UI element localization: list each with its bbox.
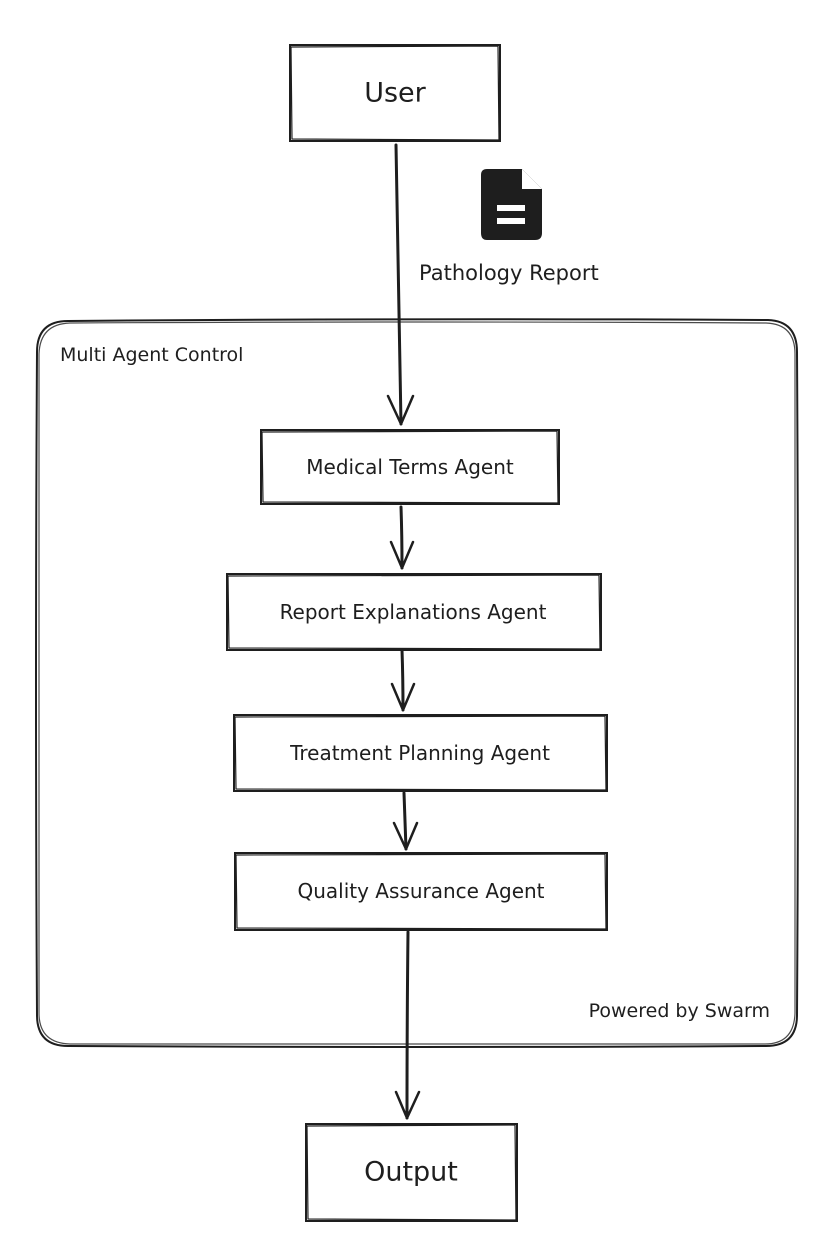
output-node: Output <box>305 1123 518 1222</box>
agent-label: Treatment Planning Agent <box>289 741 550 765</box>
agent-node-quality-assurance: Quality Assurance Agent <box>234 852 608 931</box>
input-label: Pathology Report <box>419 261 599 285</box>
connector-medical-terms-to-report-explanations <box>389 505 415 570</box>
footer-label: Powered by Swarm <box>589 1000 770 1022</box>
agent-label: Quality Assurance Agent <box>297 879 544 903</box>
agent-node-report-explanations: Report Explanations Agent <box>226 573 602 651</box>
agent-node-treatment-planning: Treatment Planning Agent <box>233 714 608 792</box>
user-node: User <box>289 44 501 142</box>
connector-quality-assurance-to-output <box>394 930 421 1120</box>
container-label: Multi Agent Control <box>60 344 243 366</box>
agent-label: Report Explanations Agent <box>280 600 547 624</box>
multi-agent-container <box>35 318 799 1048</box>
connector-treatment-planning-to-quality-assurance <box>392 791 419 851</box>
agent-label: Medical Terms Agent <box>306 455 514 479</box>
document-icon <box>481 169 542 240</box>
output-label: Output <box>364 1157 458 1188</box>
connector-report-explanations-to-treatment-planning <box>390 648 416 712</box>
connector-user-to-medical-terms <box>386 143 415 426</box>
agent-node-medical-terms: Medical Terms Agent <box>260 429 560 505</box>
user-label: User <box>364 78 426 109</box>
